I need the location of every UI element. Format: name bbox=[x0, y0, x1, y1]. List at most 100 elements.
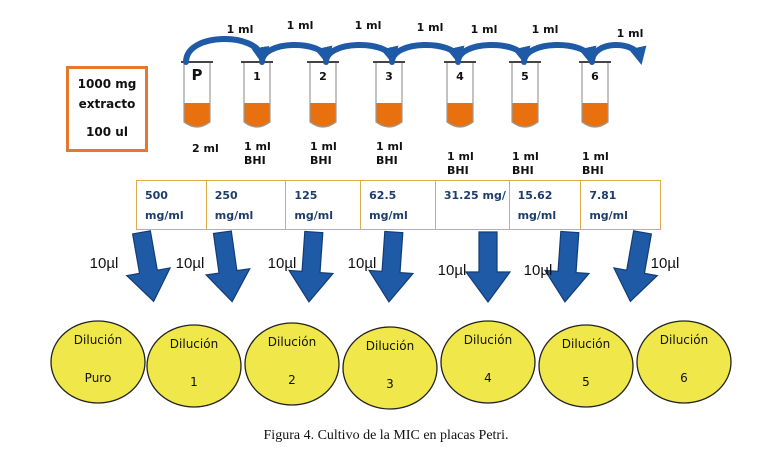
plate-circle bbox=[146, 324, 242, 408]
figure-caption: Figura 4. Cultivo de la MIC en placas Pe… bbox=[263, 428, 509, 443]
tube-volume-label: 2 ml bbox=[192, 142, 219, 155]
transfer-volume-label: 1 ml bbox=[287, 19, 314, 32]
petri-plate: Dilución 2 bbox=[244, 322, 340, 406]
tube-label: 6 bbox=[591, 70, 599, 83]
tube-volume-label: BHI bbox=[310, 154, 332, 167]
stock-volume: 100 ul bbox=[86, 125, 128, 139]
drop-arrow bbox=[204, 230, 251, 303]
concentration-cell: 62.5 mg/ml bbox=[361, 181, 436, 229]
tube-liquid bbox=[447, 103, 473, 127]
drop-arrow bbox=[612, 230, 659, 303]
tube-liquid bbox=[184, 103, 210, 127]
drop-arrow-shape bbox=[125, 230, 172, 303]
transfer-arrow bbox=[323, 41, 399, 66]
tube-outline bbox=[309, 62, 337, 128]
transfer-arrow bbox=[521, 41, 597, 66]
plate-circle bbox=[50, 320, 146, 404]
tube-outline bbox=[446, 62, 474, 128]
plate-dilution-number: 1 bbox=[190, 375, 198, 389]
tube-label: P bbox=[192, 66, 203, 84]
petri-plate: Dilución 4 bbox=[440, 320, 536, 404]
drop-arrow-shape bbox=[287, 230, 335, 303]
drop-volume-label: 10µl bbox=[90, 255, 119, 272]
tube-volume-label: 1 ml bbox=[376, 140, 403, 153]
drop-arrow-shape bbox=[543, 230, 591, 303]
concentration-cell: 7.81 mg/ml bbox=[589, 189, 628, 222]
transfer-arrow bbox=[389, 41, 465, 66]
tube-label: 3 bbox=[385, 70, 393, 83]
concentration-cell: 31.25 mg/ bbox=[436, 181, 510, 229]
drop-arrow bbox=[464, 231, 512, 304]
drop-arrow-shape bbox=[464, 231, 512, 304]
transfer-arrow bbox=[455, 41, 531, 66]
drop-volume-label: 10µl bbox=[176, 255, 205, 272]
tube-outline bbox=[511, 62, 539, 128]
tube-liquid bbox=[376, 103, 402, 127]
drop-arrow-shape bbox=[367, 230, 415, 303]
concentration-cell: 125 mg/ml bbox=[286, 181, 362, 229]
plate-title: Dilución bbox=[170, 337, 218, 351]
test-tube: P 2 ml bbox=[181, 61, 219, 155]
transfer-volume-label: 1 ml bbox=[417, 21, 444, 34]
tube-label: 2 bbox=[319, 70, 327, 83]
concentration-cell: 15.62 mg/ml bbox=[510, 181, 582, 229]
tube-volume-label: BHI bbox=[376, 154, 398, 167]
drop-arrow-shape bbox=[612, 230, 659, 303]
tube-volume-label: 1 ml bbox=[310, 140, 337, 153]
transfer-volume-label: 1 ml bbox=[471, 23, 498, 36]
drop-arrow bbox=[287, 230, 335, 303]
transfer-volume-label: 1 ml bbox=[617, 27, 644, 40]
plate-dilution-number: 5 bbox=[582, 375, 590, 389]
transfer-arrow bbox=[183, 36, 270, 66]
plate-title: Dilución bbox=[562, 337, 610, 351]
tube-volume-label: BHI bbox=[447, 164, 469, 177]
tube-outline bbox=[183, 62, 211, 128]
drop-volume-label: 10µl bbox=[268, 255, 297, 272]
tube-label: 5 bbox=[521, 70, 529, 83]
plate-title: Dilución bbox=[464, 333, 512, 347]
stock-amount: 1000 mg bbox=[77, 77, 137, 91]
tube-liquid bbox=[244, 103, 270, 127]
tube-volume-label: 1 ml bbox=[582, 150, 609, 163]
plate-circle bbox=[538, 324, 634, 408]
plate-title: Dilución bbox=[366, 339, 414, 353]
transfer-volume-label: 1 ml bbox=[355, 19, 382, 32]
transfer-volume-label: 1 ml bbox=[532, 23, 559, 36]
tube-volume-label: BHI bbox=[512, 164, 534, 177]
stock-substance: extracto bbox=[78, 97, 136, 111]
drop-arrow bbox=[543, 230, 591, 303]
plate-circle bbox=[636, 320, 732, 404]
petri-plate: Dilución 5 bbox=[538, 324, 634, 408]
plate-title: Dilución bbox=[268, 335, 316, 349]
plate-dilution-number: 2 bbox=[288, 373, 296, 387]
tube-label: 1 bbox=[253, 70, 261, 83]
drop-volume-label: 10µl bbox=[524, 262, 553, 279]
tube-outline bbox=[581, 62, 609, 128]
drop-arrow bbox=[367, 230, 415, 303]
drop-volume-label: 10µl bbox=[438, 262, 467, 279]
concentration-cell: 250 mg/ml bbox=[207, 181, 287, 229]
plate-dilution-number: Puro bbox=[85, 371, 112, 385]
tube-liquid bbox=[582, 103, 608, 127]
drop-arrow bbox=[125, 230, 172, 303]
tube-outline bbox=[375, 62, 403, 128]
plate-dilution-number: 4 bbox=[484, 371, 492, 385]
transfer-volume-label: 1 ml bbox=[227, 23, 254, 36]
tube-liquid bbox=[310, 103, 336, 127]
tube-volume-label: BHI bbox=[244, 154, 266, 167]
transfer-arrow bbox=[589, 42, 647, 66]
tube-volume-label: 1 ml bbox=[447, 150, 474, 163]
tube-outline bbox=[243, 62, 271, 128]
